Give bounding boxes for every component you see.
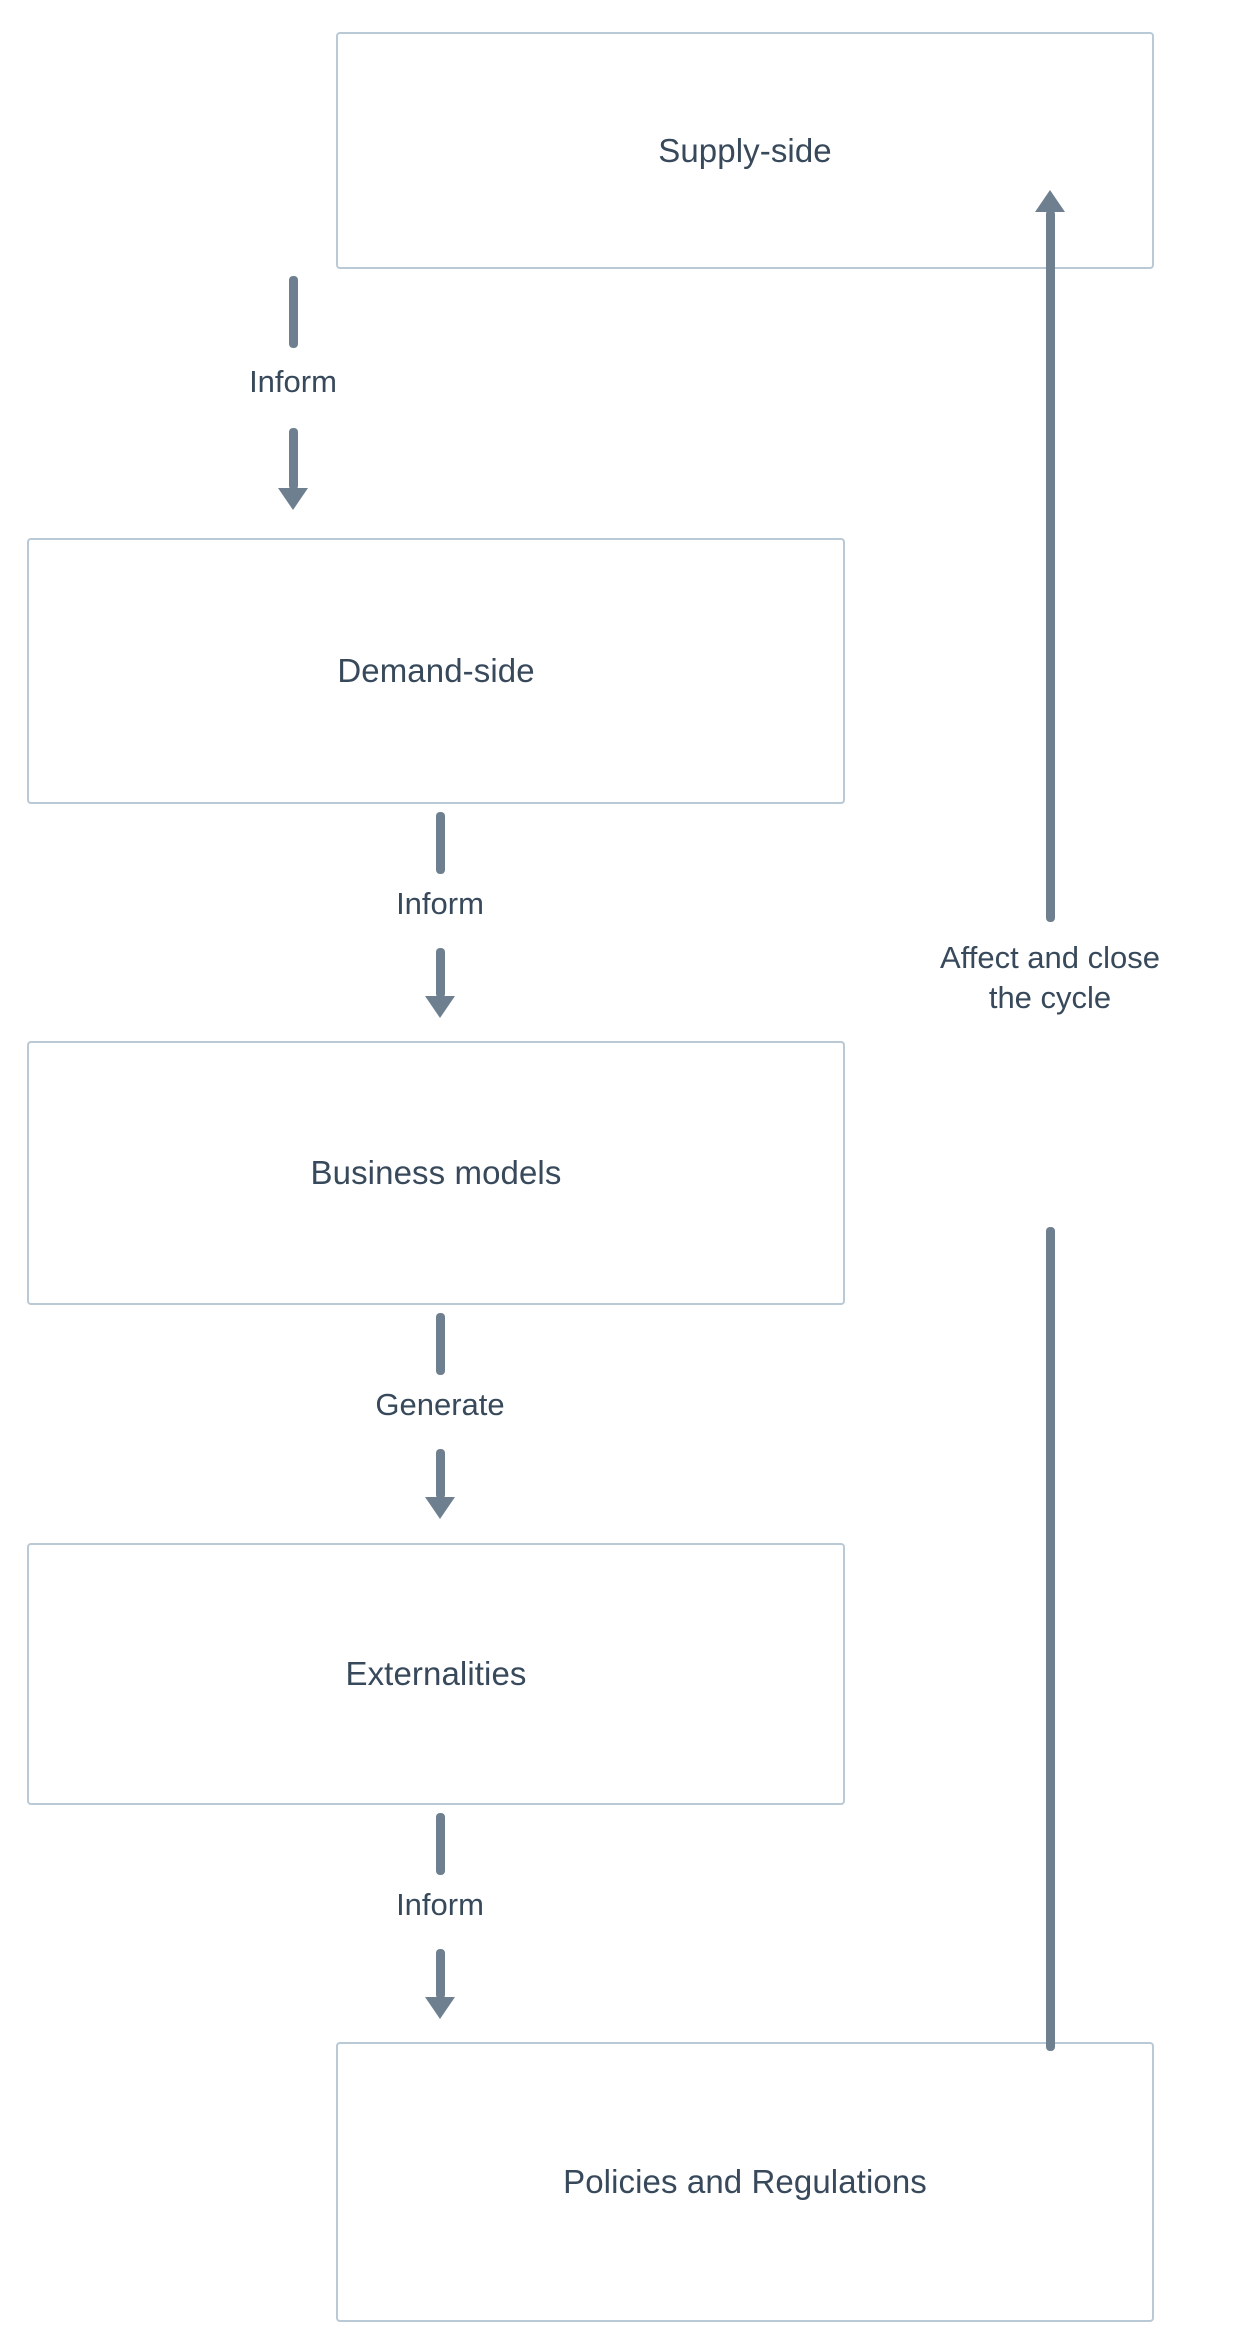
arrowhead-down-icon bbox=[425, 1497, 455, 1519]
edge-externalities-to-policies: Inform bbox=[396, 1813, 484, 2042]
edge-label-line-1: Affect and close bbox=[939, 940, 1160, 975]
edge-label-inform: Inform bbox=[396, 886, 484, 921]
edge-line-lower bbox=[288, 428, 298, 490]
edge-business-to-externalities: Generate bbox=[375, 1313, 505, 1543]
arrowhead-down-icon bbox=[278, 488, 308, 510]
node-label: Demand-side bbox=[337, 652, 535, 690]
edge-label-line-2: the cycle bbox=[988, 980, 1112, 1016]
node-externalities[interactable]: Externalities bbox=[27, 1543, 845, 1805]
node-label: Policies and Regulations bbox=[563, 2163, 927, 2201]
edge-line-lower bbox=[435, 948, 445, 998]
edge-supply-to-demand: Inform bbox=[249, 276, 337, 538]
edge-line-upper bbox=[1045, 210, 1055, 922]
edge-line-lower bbox=[1045, 1227, 1055, 2051]
edge-line-lower bbox=[435, 1449, 445, 1499]
node-business-models[interactable]: Business models bbox=[27, 1041, 845, 1305]
edge-line-upper bbox=[288, 276, 298, 348]
edge-label-generate: Generate bbox=[375, 1387, 505, 1422]
node-label: Supply-side bbox=[658, 131, 832, 169]
edge-line-lower bbox=[435, 1949, 445, 1999]
edge-line-upper bbox=[435, 1813, 445, 1875]
node-label: Externalities bbox=[345, 1655, 527, 1693]
node-supply-side[interactable]: Supply-side bbox=[336, 32, 1154, 269]
node-label: Business models bbox=[310, 1154, 562, 1192]
node-demand-side[interactable]: Demand-side bbox=[27, 538, 845, 804]
node-policies-and-regulations[interactable]: Policies and Regulations bbox=[336, 2042, 1154, 2322]
edge-policies-to-supply-return: Affect and close the cycle bbox=[940, 190, 1160, 2051]
arrowhead-down-icon bbox=[425, 996, 455, 1018]
arrowhead-up-icon bbox=[1035, 190, 1065, 212]
edge-label-inform: Inform bbox=[249, 364, 337, 399]
edge-label-inform: Inform bbox=[396, 1887, 484, 1922]
arrowhead-down-icon bbox=[425, 1997, 455, 2019]
edge-line-upper bbox=[435, 812, 445, 874]
edge-label-affect-and-close-the-cycle: Affect and close the cycle bbox=[840, 938, 1253, 1019]
edge-demand-to-business: Inform bbox=[396, 812, 484, 1041]
edge-line-upper bbox=[435, 1313, 445, 1375]
